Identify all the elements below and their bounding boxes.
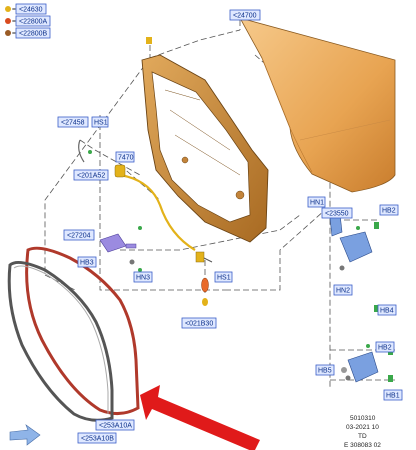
callout-23550[interactable]: <23550 (325, 211, 349, 218)
figure-reference: 5010310 03-2021 10 TD E 308083 02 (344, 415, 381, 449)
callout-253a10b[interactable]: <253A10B (81, 436, 114, 443)
door-cable (119, 173, 196, 251)
callout-253a10a[interactable]: <253A10A (99, 423, 132, 430)
legend-swatch-2 (5, 18, 11, 24)
callout-hb3[interactable]: HB3 (80, 260, 94, 267)
lower-hinge (345, 344, 379, 383)
callout-hb5[interactable]: HB5 (318, 368, 332, 375)
svg-text:=: = (12, 18, 16, 25)
callout-24700[interactable]: <24700 (233, 13, 257, 20)
weatherstrip-red (25, 246, 140, 415)
figure-id: E 308083 02 (344, 442, 381, 449)
door-handle-part (114, 164, 126, 178)
front-direction-arrow-icon (9, 424, 41, 446)
callout-27204[interactable]: <27204 (67, 233, 91, 240)
callout-hb1[interactable]: HB1 (386, 393, 400, 400)
upper-hinge (339, 226, 373, 271)
legend: = <24630 = <22800A = <22800B (5, 3, 51, 39)
grommet (201, 277, 209, 306)
sealer-marker (146, 37, 152, 44)
legend-swatch-1 (5, 6, 11, 12)
callout-hb2-top[interactable]: HB2 (382, 208, 396, 215)
callout-hs1-mid[interactable]: HS1 (217, 275, 231, 282)
callout-27458[interactable]: <27458 (61, 120, 85, 127)
legend-code-1: <24630 (19, 7, 43, 14)
svg-text:=: = (12, 6, 16, 13)
rod (78, 139, 85, 163)
callout-hb2-low[interactable]: HB2 (378, 345, 392, 352)
callout-hb4[interactable]: HB4 (380, 308, 394, 315)
legend-code-2: <22800A (19, 19, 48, 26)
callout-hn1[interactable]: HN1 (310, 200, 324, 207)
door-outer-panel (239, 17, 396, 193)
callout-hn3[interactable]: HN3 (136, 275, 150, 282)
highlight-arrow (140, 385, 260, 450)
weatherstrip-grey (7, 260, 114, 422)
svg-text:=: = (12, 30, 16, 37)
legend-swatch-3 (5, 30, 11, 36)
callout-hn2[interactable]: HN2 (336, 288, 350, 295)
figure-date: 03-2021 10 (346, 424, 379, 431)
callout-7470[interactable]: 7470 (118, 155, 134, 162)
callout-hs1-top[interactable]: HS1 (94, 120, 108, 127)
legend-code-3: <22800B (19, 31, 48, 38)
figure-number: 5010310 (350, 415, 376, 422)
mid-connector (195, 251, 213, 263)
figure-code: TD (358, 433, 367, 440)
callout-201a52[interactable]: <201A52 (77, 173, 105, 180)
callout-021b30[interactable]: <021B30 (185, 321, 213, 328)
callouts: <24700 <27458 HS1 7470 <201A52 HN1 <2355… (57, 9, 403, 444)
latch-component (99, 226, 142, 272)
door-inner-frame (141, 54, 269, 243)
